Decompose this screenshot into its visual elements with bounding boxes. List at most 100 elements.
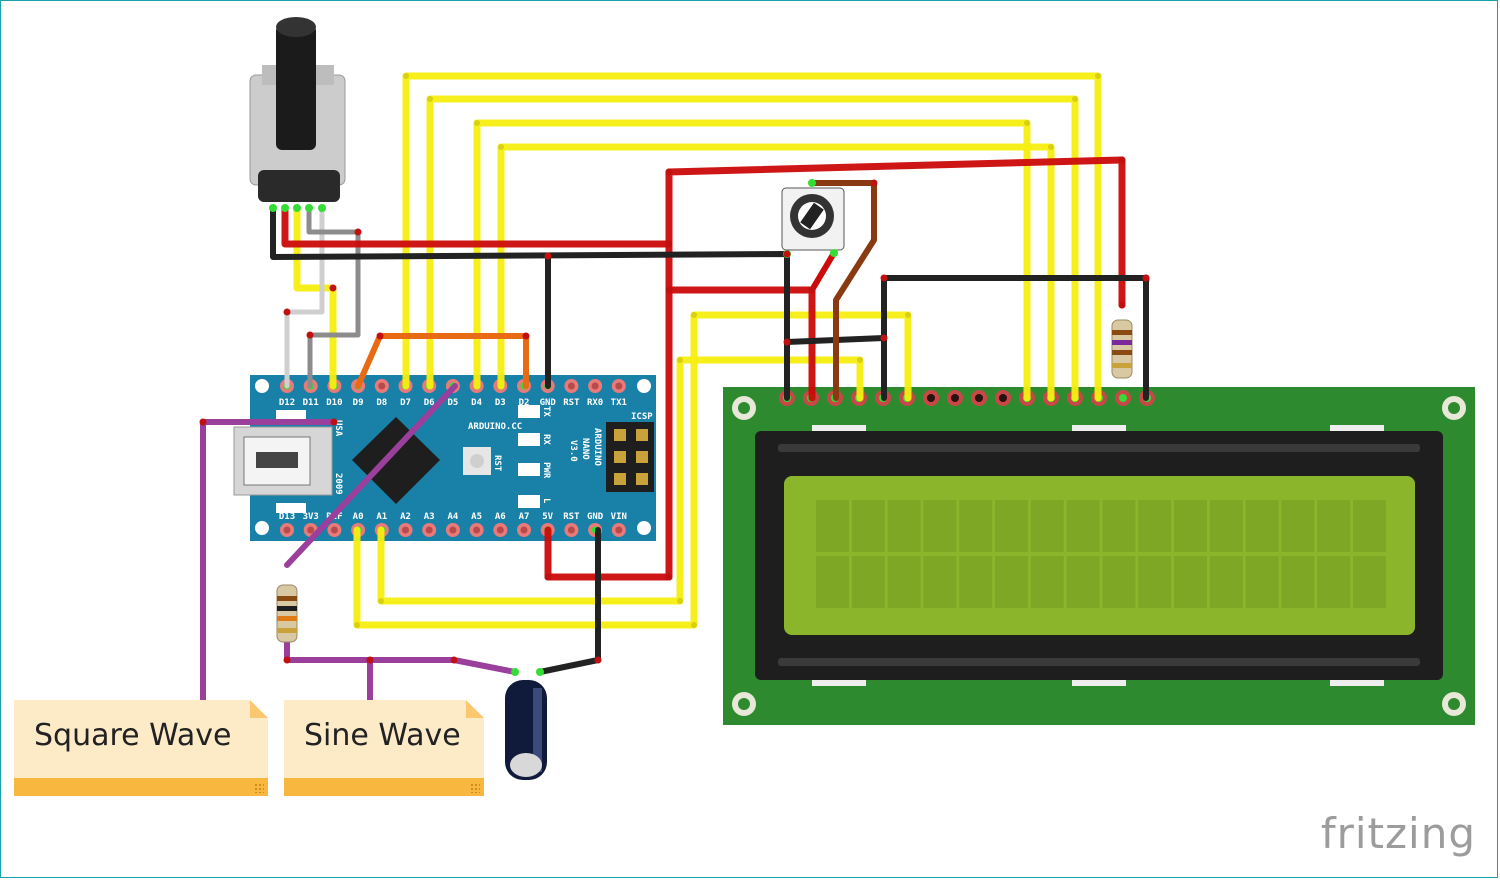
nano-bottom-pin-label: D13: [279, 512, 295, 522]
wire-junction: [1024, 120, 1030, 126]
nano-top-pin-label: D11: [303, 398, 319, 408]
wire-junction: [329, 284, 337, 292]
lcd-cell: [1245, 556, 1279, 608]
lcd-cell: [1102, 556, 1136, 608]
wire-gray-pot: [306, 207, 361, 389]
nano-top-pin-label: D5: [447, 398, 458, 408]
wire-junction: [783, 338, 791, 346]
rst-label: RST: [492, 455, 502, 472]
lcd-cell: [1281, 500, 1315, 552]
wire-junction: [594, 656, 602, 664]
wire-junction: [665, 240, 673, 248]
lcd-cell: [1317, 500, 1351, 552]
nano-top-pin-label: D3: [495, 398, 506, 408]
nano-top-pin-label: D4: [471, 398, 482, 408]
lcd-cell: [851, 556, 885, 608]
nano-top-pin-label: D9: [353, 398, 364, 408]
lcd-cell: [1209, 500, 1243, 552]
nano-top-pin-label: TX1: [611, 398, 627, 408]
wire-red-5v: [544, 156, 1126, 581]
lcd-character-cells: [816, 500, 1386, 608]
nano-bottom-pin-label: A2: [400, 512, 411, 522]
wire-red-pot-vcc: [281, 206, 673, 248]
nano-bottom-pin-label: A0: [353, 512, 364, 522]
wire-junction: [474, 120, 480, 126]
wire-yellow-d7: [402, 72, 1102, 402]
wire-junction: [306, 331, 314, 339]
nano-top-pin-label: D8: [376, 398, 387, 408]
wire-junction: [808, 286, 816, 294]
lcd-cell: [1174, 500, 1207, 552]
wire-brown-contrast: [809, 180, 877, 401]
electrolytic-capacitor: [505, 668, 547, 780]
wire-junction: [1072, 96, 1078, 102]
lcd-cell: [1245, 500, 1279, 552]
wire-junction: [1118, 156, 1126, 164]
led-label-l: L: [541, 498, 551, 504]
wire-junction: [522, 332, 530, 340]
wire-junction: [665, 168, 673, 176]
nano-bottom-pin-label: 3V3: [303, 512, 319, 522]
wire-junction: [498, 144, 504, 150]
wire-junction: [783, 250, 791, 258]
lcd-cell: [1353, 500, 1386, 552]
lcd-screen: [784, 476, 1415, 635]
wire-junction: [283, 308, 291, 316]
note-square-wave: Square Wave: [14, 700, 268, 796]
wire-red-pot-contrast: [809, 250, 837, 293]
led-label-tx: TX: [541, 406, 551, 417]
lcd-cell: [1281, 556, 1315, 608]
nano-bottom-pin-label: GND: [587, 512, 604, 522]
nano-bottom-pin-label: A4: [447, 512, 458, 522]
lcd-cell: [851, 500, 885, 552]
nano-bottom-pin-label: RST: [563, 512, 580, 522]
wire-junction: [1118, 301, 1126, 309]
nano-top-pin-label: D6: [424, 398, 435, 408]
arduino-nano: ARDUINO.CC RST ICSP ARDUINO NANO V3.0 TX…: [233, 375, 656, 541]
wire-junction: [427, 96, 433, 102]
wire-junction: [1048, 144, 1054, 150]
wire-junction: [450, 656, 458, 664]
nano-top-pin-label: RST: [563, 398, 580, 408]
lcd-cell: [816, 556, 849, 608]
wire-junction: [1142, 274, 1150, 282]
lcd-cell: [923, 556, 957, 608]
nano-bottom-pin-label: A7: [519, 512, 530, 522]
wire-junction: [880, 334, 888, 342]
wire-junction: [665, 286, 673, 294]
wire-black-lcd-k: [881, 275, 1149, 401]
wire-junction: [403, 73, 409, 79]
lcd-cell: [1102, 500, 1136, 552]
lcd-cell: [1066, 500, 1100, 552]
wire-junction: [665, 573, 673, 581]
model-line-1: ARDUINO: [592, 428, 602, 467]
lcd-cell: [1030, 556, 1064, 608]
wire-white-pot: [284, 207, 325, 389]
rotary-potentiometer: [249, 17, 346, 212]
model-line-2: NANO: [580, 438, 590, 460]
wire-yellow-pot-wiper: [293, 206, 337, 390]
wire-purple-d5: [284, 383, 458, 568]
nano-top-pin-label: GND: [540, 398, 557, 408]
nano-bottom-pin-label: A3: [424, 512, 435, 522]
nano-top-pin-label: D10: [326, 398, 342, 408]
note-square-wave-text: Square Wave: [34, 718, 232, 753]
lcd-cell: [995, 556, 1028, 608]
resistor-filter: [276, 584, 298, 643]
wire-junction: [330, 418, 338, 426]
wire-junction: [677, 598, 683, 604]
wire-junction: [544, 573, 552, 581]
lcd-cell: [1138, 556, 1172, 608]
wire-orange-d9-d2: [355, 333, 529, 389]
nano-top-pin-label: D7: [400, 398, 411, 408]
nano-top-pin-label: D2: [519, 398, 530, 408]
led-label-rx: RX: [541, 434, 551, 445]
nano-bottom-pin-label: VIN: [611, 512, 627, 522]
lcd-cell: [1066, 556, 1100, 608]
wire-junction: [691, 622, 697, 628]
nano-bottom-pin-label: A1: [376, 512, 387, 522]
arduino-brand: ARDUINO.CC: [468, 422, 522, 432]
fritzing-watermark: fritzing: [1320, 809, 1476, 858]
